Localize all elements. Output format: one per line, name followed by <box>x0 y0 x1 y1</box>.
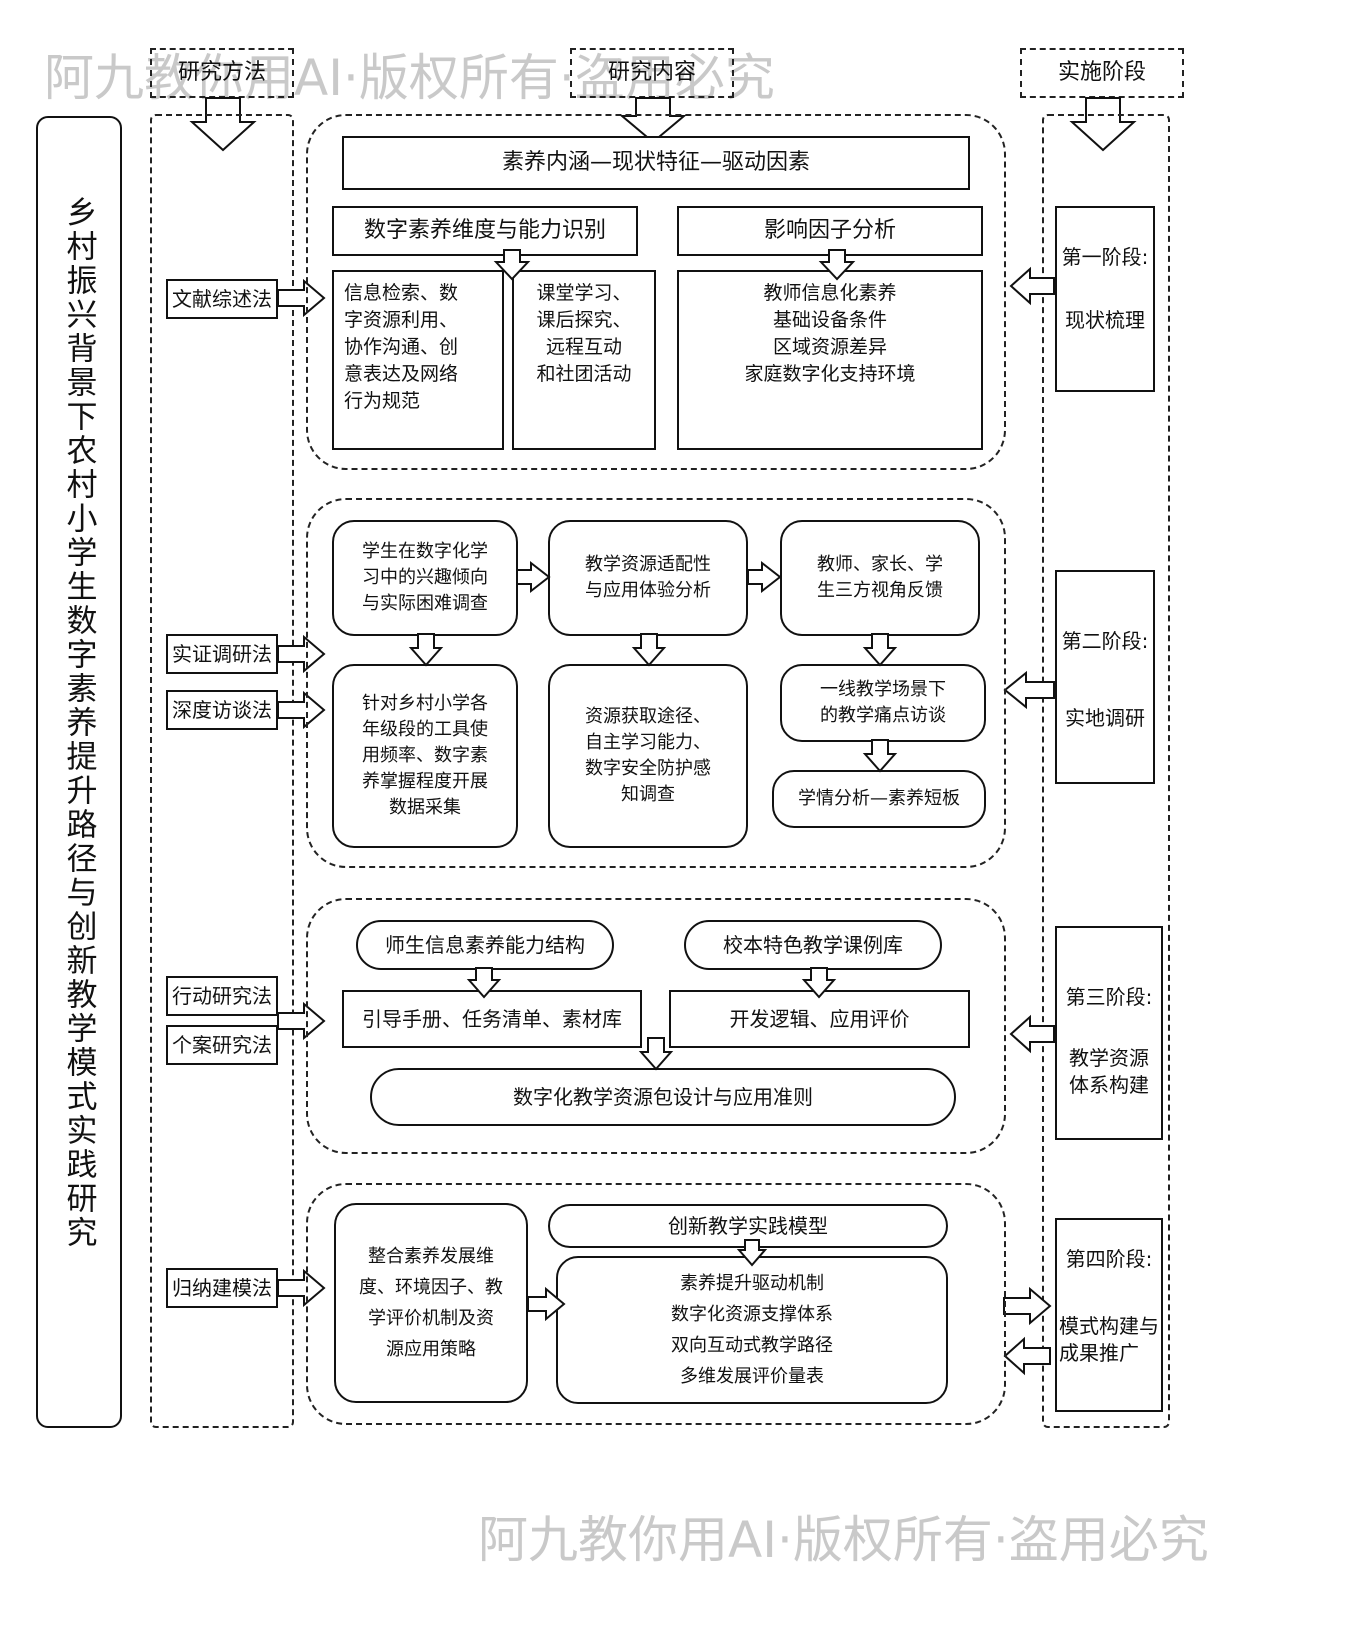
stage-4-box: 第四阶段: 模式构建与 成果推广 <box>1055 1218 1163 1412</box>
s3-dev-logic: 开发逻辑、应用评价 <box>669 990 970 1048</box>
stage-arrow-4-out <box>1003 1286 1052 1326</box>
method-column <box>150 114 294 1428</box>
method-action-research: 行动研究法 <box>166 976 278 1016</box>
section-1-container <box>306 114 1006 470</box>
s1-factor-title: 影响因子分析 <box>677 206 983 256</box>
method-case-study: 个案研究法 <box>166 1025 278 1065</box>
stage-1-box: 第一阶段: 现状梳理 <box>1055 206 1155 392</box>
stage-arrow-4-in <box>1003 1336 1051 1376</box>
s2-pain-points: 一线教学场景下 的教学痛点访谈 <box>780 664 986 742</box>
s2-data-collection: 针对乡村小学各 年级段的工具使 用频率、数字素 养掌握程度开展 数据采集 <box>332 664 518 848</box>
stage-3-name: 教学资源 体系构建 <box>1069 1046 1149 1097</box>
s3-resource-package: 数字化教学资源包设计与应用准则 <box>370 1068 956 1126</box>
method-literature-review: 文献综述法 <box>166 279 278 319</box>
method-empirical-survey: 实证调研法 <box>166 634 278 674</box>
s4-model-body: 素养提升驱动机制 数字化资源支撑体系 双向互动式教学路径 多维发展评价量表 <box>556 1256 948 1404</box>
header-method: 研究方法 <box>150 48 294 98</box>
s1-top-box: 素养内涵—现状特征—驱动因素 <box>342 136 970 190</box>
s2-arrow-a-b <box>516 560 551 594</box>
method-inductive-modeling: 归纳建模法 <box>166 1268 278 1308</box>
stage-1-label: 第一阶段: <box>1061 245 1149 269</box>
s2-arrow-b-c <box>747 560 782 594</box>
s2-three-views: 教师、家长、学 生三方视角反馈 <box>780 520 980 636</box>
stage-arrow-3 <box>1009 1014 1055 1054</box>
s1-box-dimensions: 信息检索、数 字资源利用、 协作沟通、创 意表达及网络 行为规范 <box>332 270 504 450</box>
s1-dimension-title: 数字素养维度与能力识别 <box>332 206 638 256</box>
s2-resource-fit: 教学资源适配性 与应用体验分析 <box>548 520 748 636</box>
section-2-container <box>306 498 1006 868</box>
header-content-arrow <box>619 97 687 144</box>
stage-1-name: 现状梳理 <box>1065 308 1145 332</box>
stage-arrow-2 <box>1003 670 1055 710</box>
header-stage-arrow <box>1069 97 1137 152</box>
stage-2-name: 实地调研 <box>1065 706 1145 730</box>
s2-arrow-c-down-2 <box>862 739 898 773</box>
s1-box-scenarios: 课堂学习、 课后探究、 远程互动 和社团活动 <box>512 270 656 450</box>
s2-access-survey: 资源获取途径、 自主学习能力、 数字安全防护感 知调查 <box>548 664 748 848</box>
stage-4-name: 模式构建与 成果推广 <box>1059 1314 1159 1365</box>
header-stage: 实施阶段 <box>1020 48 1184 98</box>
s3-arrow-left <box>466 967 502 999</box>
stage-2-label: 第二阶段: <box>1061 629 1149 653</box>
s2-student-interest: 学生在数字化学 习中的兴趣倾向 与实际困难调查 <box>332 520 518 636</box>
stage-column <box>1042 114 1170 1428</box>
method-arrow-5 <box>277 1268 326 1308</box>
title-box: 乡村振兴背景下农村小学生数字素养提升路径与创新教学模式实践研究 <box>36 116 122 1428</box>
s4-arrow-left-to-model <box>527 1286 566 1322</box>
header-method-arrow <box>189 97 257 152</box>
s3-ability-structure: 师生信息素养能力结构 <box>356 920 614 970</box>
section-3-container <box>306 898 1006 1154</box>
section-4-container <box>306 1183 1006 1425</box>
s4-arrow-title-down <box>736 1239 768 1267</box>
s2-arrow-b-down <box>631 633 667 667</box>
header-content: 研究内容 <box>570 48 734 98</box>
s3-arrow-bottom <box>638 1037 674 1071</box>
method-arrow-1 <box>277 278 326 318</box>
stage-4-label: 第四阶段: <box>1065 1247 1153 1271</box>
method-arrow-4 <box>277 1001 326 1041</box>
stage-2-box: 第二阶段: 实地调研 <box>1055 570 1155 784</box>
s1-box-factors: 教师信息化素养 基础设备条件 区域资源差异 家庭数字化支持环境 <box>677 270 983 450</box>
s1-arrow-right <box>818 249 856 281</box>
watermark-bottom: 阿九教你用AI·版权所有·盗用必究 <box>478 1511 1209 1569</box>
s3-arrow-right <box>801 967 837 999</box>
s1-arrow-left <box>493 249 531 281</box>
method-arrow-2 <box>277 634 326 674</box>
s4-integration: 整合素养发展维 度、环境因子、教 学评价机制及资 源应用策略 <box>334 1203 528 1403</box>
method-arrow-3 <box>277 690 326 730</box>
s3-guide-manual: 引导手册、任务清单、素材库 <box>342 990 642 1048</box>
s3-course-library: 校本特色教学课例库 <box>684 920 942 970</box>
method-depth-interview: 深度访谈法 <box>166 690 278 730</box>
s2-arrow-a-down <box>408 633 444 667</box>
stage-3-label: 第三阶段: <box>1065 985 1153 1009</box>
s2-arrow-c-down <box>862 633 898 667</box>
stage-3-box: 第三阶段: 教学资源 体系构建 <box>1055 926 1163 1140</box>
s2-shortcomings: 学情分析—素养短板 <box>772 770 986 828</box>
diagram-title: 乡村振兴背景下农村小学生数字素养提升路径与创新教学模式实践研究 <box>60 196 97 1250</box>
stage-arrow-1 <box>1009 266 1055 306</box>
